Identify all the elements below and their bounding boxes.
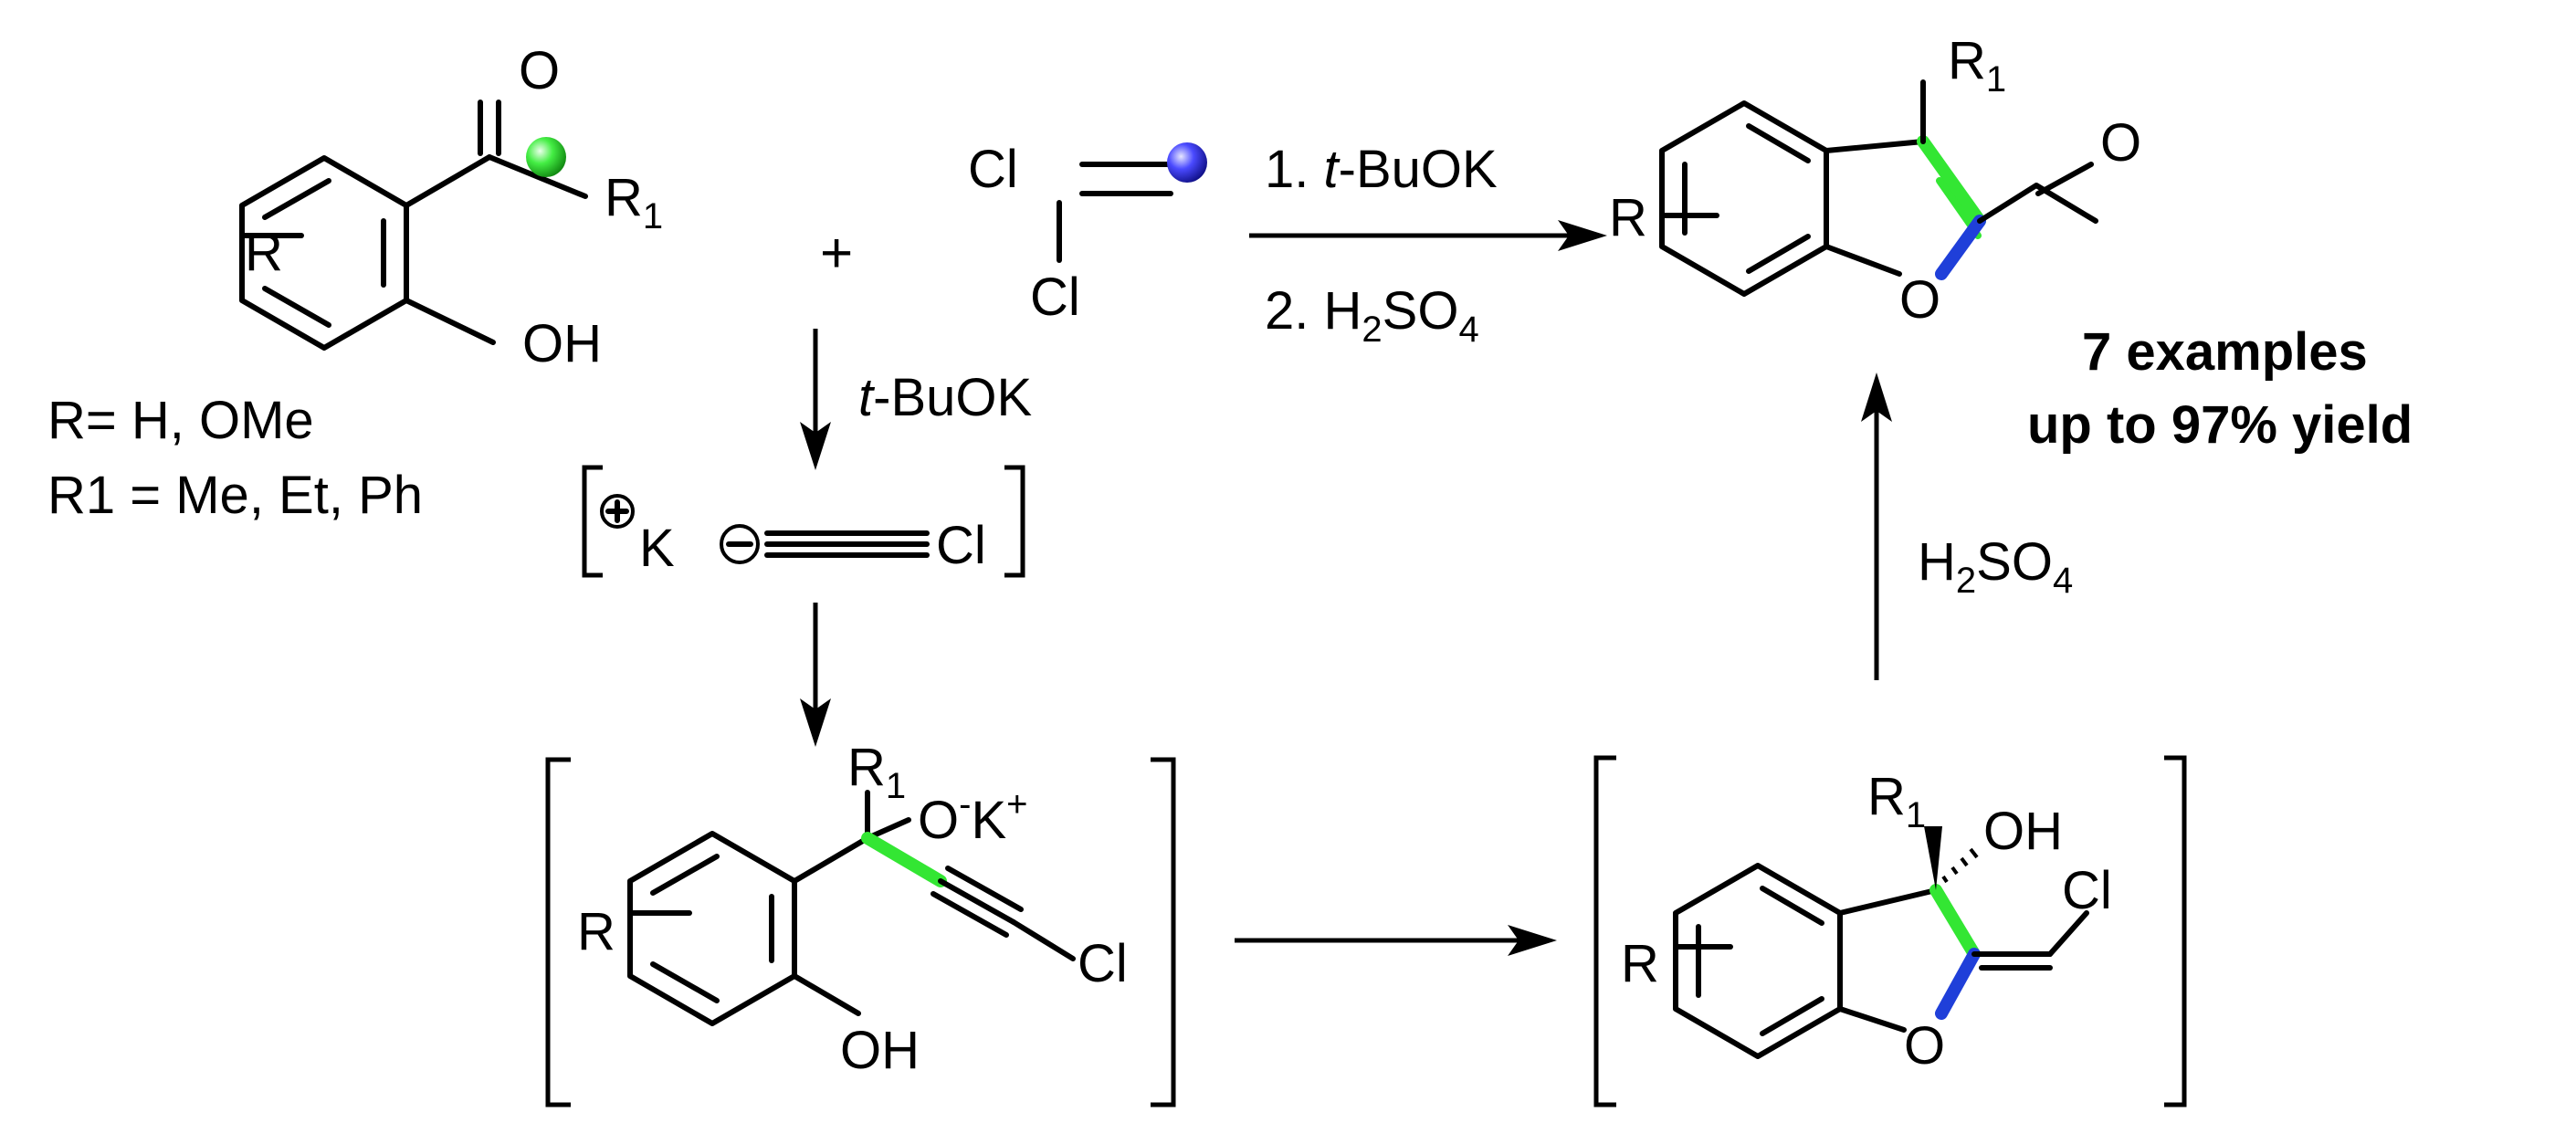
alkoxide-label: O-K+	[918, 784, 1028, 850]
ring-oxygen-label-cyclic: O	[1904, 1016, 1945, 1076]
green-sphere-carbonyl-carbon	[526, 137, 566, 177]
r1-label-product: R1	[1948, 31, 2006, 100]
wedge-bond	[1924, 826, 1942, 890]
r-label-cyclic: R	[1621, 934, 1659, 993]
r1-label-cyclic: R1	[1867, 767, 1926, 835]
cl-label-acetylide: Cl	[936, 516, 986, 575]
oh-label-alkoxide: OH	[840, 1021, 920, 1080]
up-arrow-h2so4	[1861, 373, 1892, 680]
r1-label-ketone: R1	[605, 168, 663, 236]
max-yield: up to 97% yield	[2027, 395, 2413, 455]
minus-charge-icon	[720, 524, 760, 564]
oh-label-ketone: OH	[522, 314, 602, 373]
furan-oxygen-label: O	[1899, 270, 1940, 330]
oh-label-cyclic: OH	[1983, 802, 2063, 861]
down-arrow-addition	[800, 603, 831, 747]
blue-sphere-carbon	[1167, 142, 1207, 183]
dichloro-reagent: Cl Cl	[968, 140, 1207, 327]
r1-label-alkoxide: R1	[847, 738, 906, 806]
hash-bond	[1941, 847, 1979, 884]
condition-h2so4: H2SO4	[1918, 532, 2073, 601]
aldehyde-oxygen-label: O	[2100, 113, 2141, 173]
r-label-product: R	[1609, 188, 1647, 247]
carbonyl-oxygen-label: O	[519, 41, 560, 100]
plus-sign: +	[820, 222, 853, 285]
propargyl-alkoxide-intermediate: R1 O-K+ Cl OH R	[545, 738, 1176, 1107]
examples-count: 7 examples	[2082, 322, 2368, 382]
right-arrow-cyclization	[1235, 925, 1557, 956]
cl-label-bottom: Cl	[1030, 268, 1080, 327]
chlorovinyl-dihydrobenzofuran-intermediate: R1 OH Cl O R	[1593, 755, 2187, 1107]
down-arrow-tbuok	[800, 329, 831, 470]
r-label-ketone: R	[245, 223, 283, 282]
r-label-alkoxide: R	[577, 902, 615, 961]
benzofuran-product: R1 O O R	[1609, 31, 2141, 330]
plus-charge-icon	[600, 494, 635, 529]
cl-label-alkoxide: Cl	[1078, 934, 1128, 993]
cl-label-top: Cl	[968, 140, 1018, 199]
potassium-label: K	[639, 519, 675, 578]
condition-step1: 1. t-BuOK	[1265, 140, 1498, 199]
condition-step2: 2. H2SO4	[1265, 281, 1479, 350]
top-reaction-arrow	[1249, 220, 1607, 251]
condition-tbuok: t-BuOK	[858, 368, 1032, 427]
chloroacetylide-intermediate: K Cl	[582, 465, 1025, 578]
ketone-reactant: O R1 OH R	[239, 41, 663, 373]
r1-definition: R1 = Me, Et, Ph	[47, 466, 423, 525]
r-definition: R= H, OMe	[47, 391, 314, 450]
cl-label-cyclic: Cl	[2062, 861, 2112, 920]
